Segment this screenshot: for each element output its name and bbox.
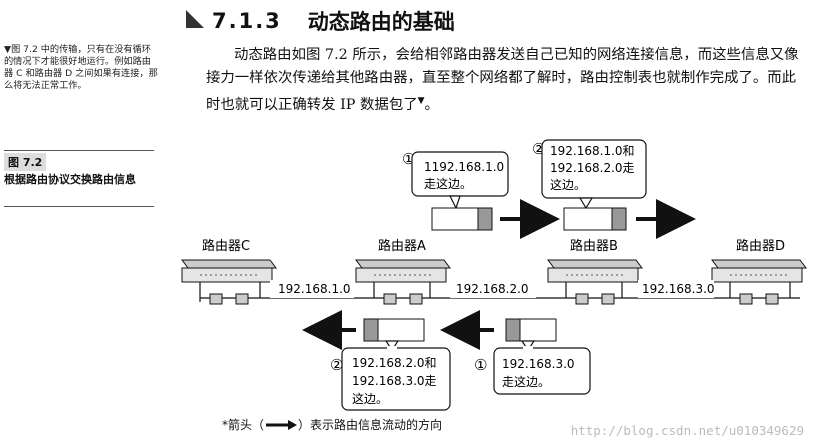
section-paragraph: 动态路由如图 7.2 所示，会给相邻路由器发送自己已知的网络连接信息，而这些信息… <box>206 47 799 113</box>
packet-top-1 <box>431 207 493 231</box>
router-c-icon <box>181 259 277 283</box>
callout-line: 1192.168.1.0 <box>424 160 504 174</box>
paragraph-text: 动态路由如图 7.2 所示，会给相邻路由器发送自己已知的网络连接信息，而这些信息… <box>206 47 799 113</box>
callout-top-2: ② 192.168.1.0和 192.168.2.0走 这边。 <box>532 139 647 210</box>
callout-line: 192.168.3.0走 <box>352 374 437 388</box>
figure-number: 图 7.2 <box>4 153 47 171</box>
watermark: http://blog.csdn.net/u010349629 <box>570 423 804 438</box>
callout-line: 192.168.2.0走 <box>550 161 635 175</box>
callout-line: 走这边。 <box>502 374 550 389</box>
router-label-a: 路由器A <box>378 238 426 254</box>
callout-bottom-2: ② 192.168.2.0和 192.168.3.0走 这边。 <box>330 340 451 411</box>
footnote: *箭头（ ）表示路由信息流动的方向 <box>222 416 442 433</box>
router-label-c: 路由器C <box>202 238 250 254</box>
network-label: 192.168.1.0 <box>278 282 351 296</box>
side-note: ▼图 7.2 中的传输，只有在没有循环的情况下才能很好地运行。例如路由器 C 和… <box>4 44 158 91</box>
figure-label: 图 7.2 <box>4 150 154 171</box>
callout-line: 这边。 <box>550 177 586 192</box>
packet-top-2 <box>563 207 627 231</box>
callout-index: ① <box>474 356 487 374</box>
callout-index: ② <box>330 356 343 374</box>
triangle-marker-icon <box>186 10 204 28</box>
network-label: 192.168.2.0 <box>456 282 529 296</box>
callout-line: 192.168.2.0和 <box>352 356 437 370</box>
footnote-suffix: ）表示路由信息流动的方向 <box>298 418 443 432</box>
callout-line: 192.168.3.0 <box>502 357 575 371</box>
router-d-icon <box>711 259 807 283</box>
callout-bottom-1: ① 192.168.3.0 走这边。 <box>474 340 591 395</box>
arrow-legend-icon <box>266 419 298 430</box>
footnote-prefix: *箭头（ <box>222 418 265 432</box>
callout-line: 这边。 <box>352 391 388 406</box>
packet-bottom-1 <box>363 318 425 342</box>
callout-top-1: ① 1192.168.1.0 走这边。 <box>402 150 509 210</box>
router-b-icon <box>547 259 643 283</box>
router-label-d: 路由器D <box>736 238 785 254</box>
section-title: 动态路由的基础 <box>307 10 455 34</box>
router-a-icon <box>355 259 451 283</box>
packet-bottom-2 <box>505 318 557 342</box>
figure-caption: 根据路由协议交换路由信息 <box>4 173 136 186</box>
callout-line: 192.168.1.0和 <box>550 144 635 158</box>
router-label-b: 路由器B <box>570 238 618 254</box>
section-heading: 7.1.3 动态路由的基础 <box>186 6 455 36</box>
routing-diagram: ① 1192.168.1.0 走这边。 ② 192.168.1.0和 192.1… <box>181 139 807 411</box>
host-icons <box>209 293 779 305</box>
section-number: 7.1.3 <box>212 9 282 33</box>
network-label: 192.168.3.0 <box>642 282 715 296</box>
footnote-mark: ▼ <box>417 96 425 106</box>
figure-divider <box>4 206 154 207</box>
callout-line: 走这边。 <box>424 176 472 191</box>
